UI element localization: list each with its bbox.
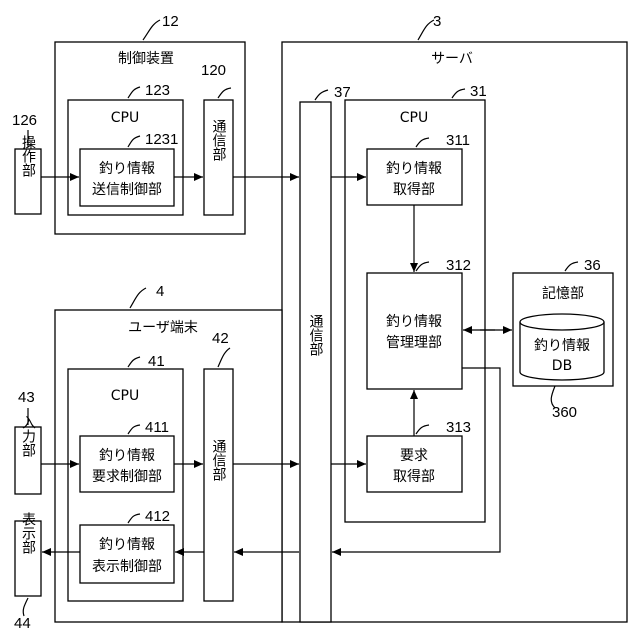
info-manage-line2: 管理理部 (386, 335, 442, 351)
req-ctrl-line2: 要求制御部 (92, 469, 162, 485)
user-comm-ref: 42 (212, 330, 229, 347)
info-manage-ref: 312 (446, 257, 471, 274)
control-cpu-ref: 123 (145, 82, 170, 99)
fishing-info-tx-ref: 1231 (145, 131, 178, 148)
user-cpu-ref: 41 (148, 353, 165, 370)
user-terminal-ref: 4 (156, 283, 164, 300)
req-ctrl-line1: 釣り情報 (99, 448, 155, 464)
disp-ctrl-ref: 412 (145, 508, 170, 525)
info-acquire-ref: 311 (446, 132, 470, 149)
storage-title: 記憶部 (542, 285, 584, 302)
server-title: サーバ (431, 51, 473, 67)
fishing-info-tx-line1: 釣り情報 (99, 161, 155, 177)
database-cylinder: 釣り情報 DB (520, 314, 604, 380)
user-cpu-title: CPU (111, 388, 139, 404)
display-unit: 表示部 44 (14, 512, 41, 632)
display-label: 表示部 (20, 512, 36, 554)
control-device: 制御装置 12 CPU 123 釣り情報 送信制御部 1231 通信部 120 (55, 13, 245, 234)
db-line1: 釣り情報 (534, 338, 590, 354)
server-cpu-title: CPU (400, 110, 428, 126)
server-cpu-ref: 31 (470, 83, 487, 100)
display-ref: 44 (14, 615, 31, 632)
server-comm-label: 通信部 (308, 314, 324, 356)
server-comm-block (300, 102, 331, 622)
info-acquire-line1: 釣り情報 (386, 161, 442, 177)
control-cpu-title: CPU (111, 110, 139, 126)
db-line2: DB (552, 358, 572, 374)
db-ref: 360 (552, 404, 577, 421)
server-comm-ref: 37 (334, 84, 351, 101)
request-acquire-line2: 取得部 (393, 468, 435, 485)
disp-ctrl-line2: 表示制御部 (92, 559, 162, 575)
user-terminal-title: ユーザ端末 (128, 320, 198, 336)
info-acquire-line2: 取得部 (393, 181, 435, 198)
request-acquire-ref: 313 (446, 419, 471, 436)
control-device-title: 制御装置 (118, 51, 174, 67)
storage-ref: 36 (584, 257, 601, 274)
user-comm-label: 通信部 (211, 439, 227, 481)
control-device-ref: 12 (162, 13, 179, 30)
control-comm-label: 通信部 (211, 119, 227, 161)
server-ref: 3 (433, 13, 441, 30)
operation-ref: 126 (12, 112, 37, 129)
info-manage-block (367, 273, 462, 389)
input-unit: 入力部 43 (15, 389, 41, 494)
control-comm-ref: 120 (201, 62, 226, 79)
req-ctrl-ref: 411 (145, 419, 169, 436)
disp-ctrl-line1: 釣り情報 (99, 537, 155, 553)
input-ref: 43 (18, 389, 35, 406)
info-manage-line1: 釣り情報 (386, 314, 442, 330)
request-acquire-line1: 要求 (400, 448, 428, 464)
operation-unit: 操作部 126 (12, 112, 41, 214)
server: サーバ 3 通信部 37 CPU 31 釣り情報 取得部 311 釣り情報 管理… (282, 13, 627, 622)
fishing-info-tx-line2: 送信制御部 (92, 182, 162, 198)
user-terminal: ユーザ端末 4 CPU 41 釣り情報 要求制御部 411 釣り情報 表示制御部… (55, 283, 282, 622)
user-comm-block (204, 369, 233, 601)
